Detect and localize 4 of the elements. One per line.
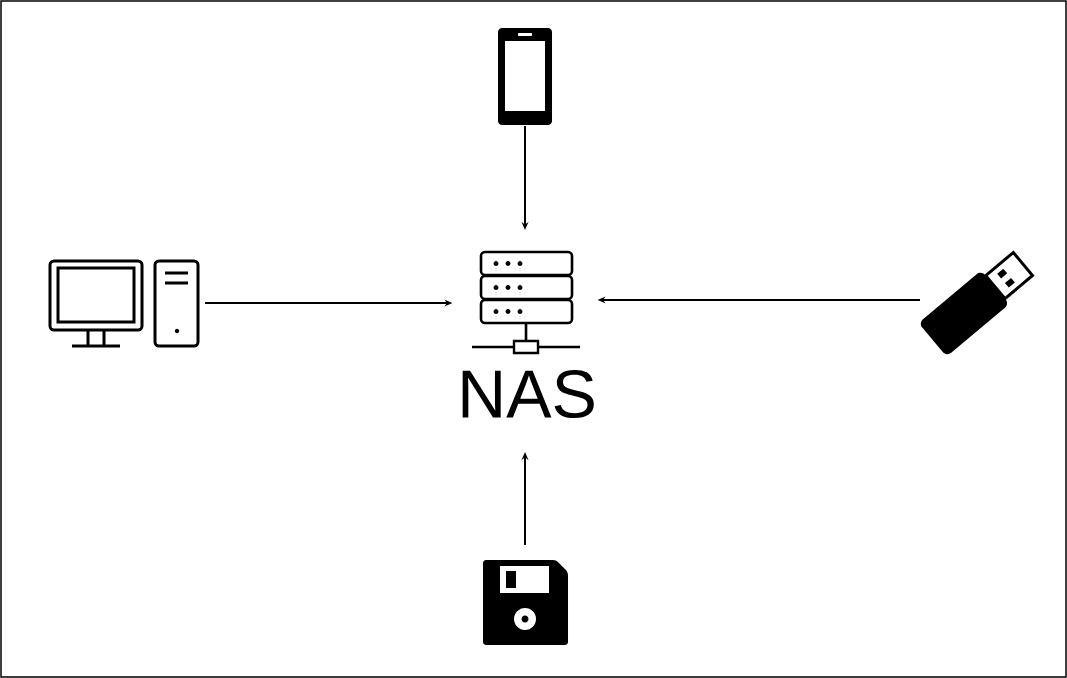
phone-icon [498, 28, 552, 125]
computer-drawing [48, 259, 200, 348]
usb-stick-icon [920, 250, 1035, 355]
node-label: NAS [462, 369, 594, 419]
